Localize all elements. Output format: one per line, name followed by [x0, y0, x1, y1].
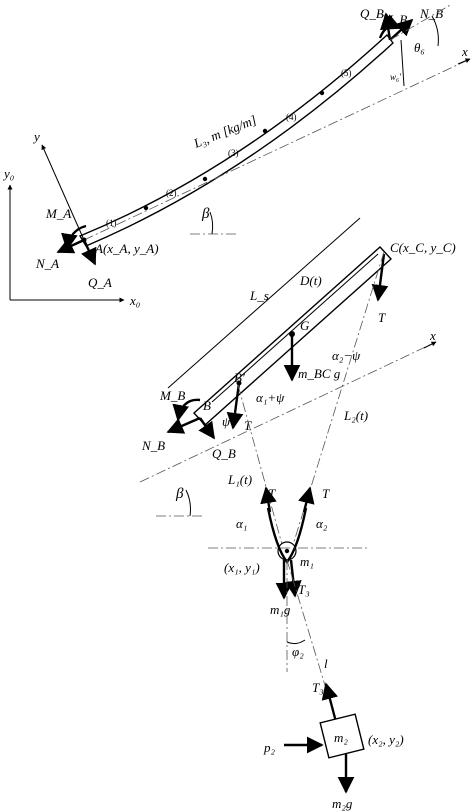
L1t-label: L₁(t): [227, 472, 252, 487]
element-4-label: (4): [286, 112, 297, 122]
node-4: [319, 90, 325, 96]
C-coord-label: C(x_C, y_C): [390, 240, 456, 255]
force-NA-arrow: [56, 238, 85, 254]
NB-top-label: N_B: [419, 6, 443, 21]
global-frame: y₀ x₀: [2, 166, 140, 308]
w6-label: w₆′: [390, 72, 402, 82]
alpha2-minus-psi-label: α₂−ψ: [332, 348, 361, 363]
T3-bottom-label: T₃: [312, 680, 324, 695]
MA-label: M_A: [45, 206, 71, 221]
force-QA-arrow: [81, 239, 97, 266]
tip-tangent-line: [389, 3, 453, 41]
beta-top-label: β: [201, 206, 210, 222]
l-label: l: [324, 656, 328, 671]
MB-mid-label: M_B: [159, 388, 185, 403]
Dt-dimension: [211, 253, 379, 403]
m2g-label: m₂g: [332, 796, 353, 811]
MB-top-label: M_B: [381, 12, 407, 27]
B-label: B: [203, 398, 211, 413]
tension-T-left-arrow: [260, 486, 277, 513]
T3-top-label: T₃: [298, 582, 310, 597]
p2-label: p₂: [263, 740, 276, 755]
phi2-arc: [286, 639, 306, 645]
node-2: [202, 176, 208, 182]
beta-mid-arc: [185, 489, 191, 517]
alpha1-label: α₁: [236, 516, 247, 531]
rigid-link-group: L_s D(t) C(x_C, y_C) x G m_BC g T α₂−ψ B…: [139, 217, 456, 517]
m1-label: m₁: [300, 554, 314, 569]
NB-mid-label: N_B: [141, 438, 165, 453]
theta6-arc: [431, 15, 439, 47]
mid-x-label: x: [429, 328, 436, 343]
node-1: [143, 205, 149, 211]
alpha1-plus-psi-label: α₁+ψ: [256, 390, 285, 405]
x1y1-label: (x₁, y₁): [224, 560, 260, 575]
Dt-label: D(t): [299, 273, 322, 288]
T-at-C-label: T: [378, 310, 386, 325]
tension-T-at-Bprime-arrow: [226, 382, 244, 430]
mid-x-arrow: [423, 341, 437, 349]
m2-label: m₂: [334, 730, 348, 745]
force-NB-mid-arrow: [166, 416, 201, 434]
A-coord-label: A(x_A, y_A): [94, 241, 159, 256]
local-x-label: x: [461, 44, 468, 59]
pulley-center: [284, 548, 290, 554]
beta-arc: [209, 211, 214, 235]
alpha2-label: α₂: [316, 516, 328, 531]
force-NB-top-arrow: [389, 18, 414, 41]
mid-x-axis: [139, 341, 437, 483]
Ls-dimension: [167, 217, 361, 389]
element-3-label: (3): [228, 148, 239, 158]
local-x-axis: [83, 58, 471, 241]
tension-T-right-arrow: [298, 486, 315, 513]
local-y-axis: [41, 144, 85, 241]
tension-T-at-C-arrow: [371, 253, 389, 302]
local-x-arrow: [457, 58, 471, 65]
QB-top-label: Q_B: [360, 6, 384, 21]
theta6-label: θ₆: [414, 40, 425, 55]
mass-m2-block: [319, 713, 365, 759]
element-5-label: (5): [341, 68, 352, 78]
T-left-label: T: [268, 486, 276, 501]
y0-label: y₀: [2, 166, 14, 181]
QB-mid-label: Q_B: [212, 446, 236, 461]
tension-T3-down-arrow: [284, 559, 302, 598]
G-label: G: [300, 318, 310, 333]
moment-MB-mid-arrow: [172, 398, 201, 422]
force-QB-mid-arrow: [198, 417, 215, 440]
w6-dimension: [400, 39, 405, 87]
element-1-label: (1): [106, 218, 117, 228]
beta-mid-label: β: [175, 486, 184, 502]
element-2-label: (2): [166, 188, 177, 198]
cable-L1: [237, 384, 284, 549]
x0-label: x₀: [129, 293, 140, 308]
node-3: [262, 128, 268, 134]
mass-m2-group: m₂ (x₂, y₂) p₂ m₂g: [263, 713, 404, 811]
L2t-label: L₂(t): [343, 408, 368, 423]
Bprime-label: B′: [234, 370, 245, 385]
NA-label: N_A: [35, 256, 59, 271]
m1g-label: m₁g: [270, 602, 291, 617]
local-y-label: y: [32, 129, 40, 144]
x2y2-label: (x₂, y₂): [368, 732, 404, 747]
mBCg-label: m_BC g: [298, 366, 341, 381]
phi2-label: φ₂: [292, 644, 304, 659]
QA-label: Q_A: [88, 275, 112, 290]
T-at-Bprime-label: T: [244, 418, 252, 433]
Ls-label: L_s: [249, 288, 269, 303]
flexible-beam: [78, 33, 394, 247]
tension-T3-up-arrow: [321, 682, 338, 723]
T-right-label: T: [322, 486, 330, 501]
psi-label: ψ: [222, 414, 231, 429]
cable-pulley-group: L₂(t) L₁(t) T T α₁ α₂ m₁ (x₁, y₁) T₃ m₁g…: [208, 251, 385, 736]
